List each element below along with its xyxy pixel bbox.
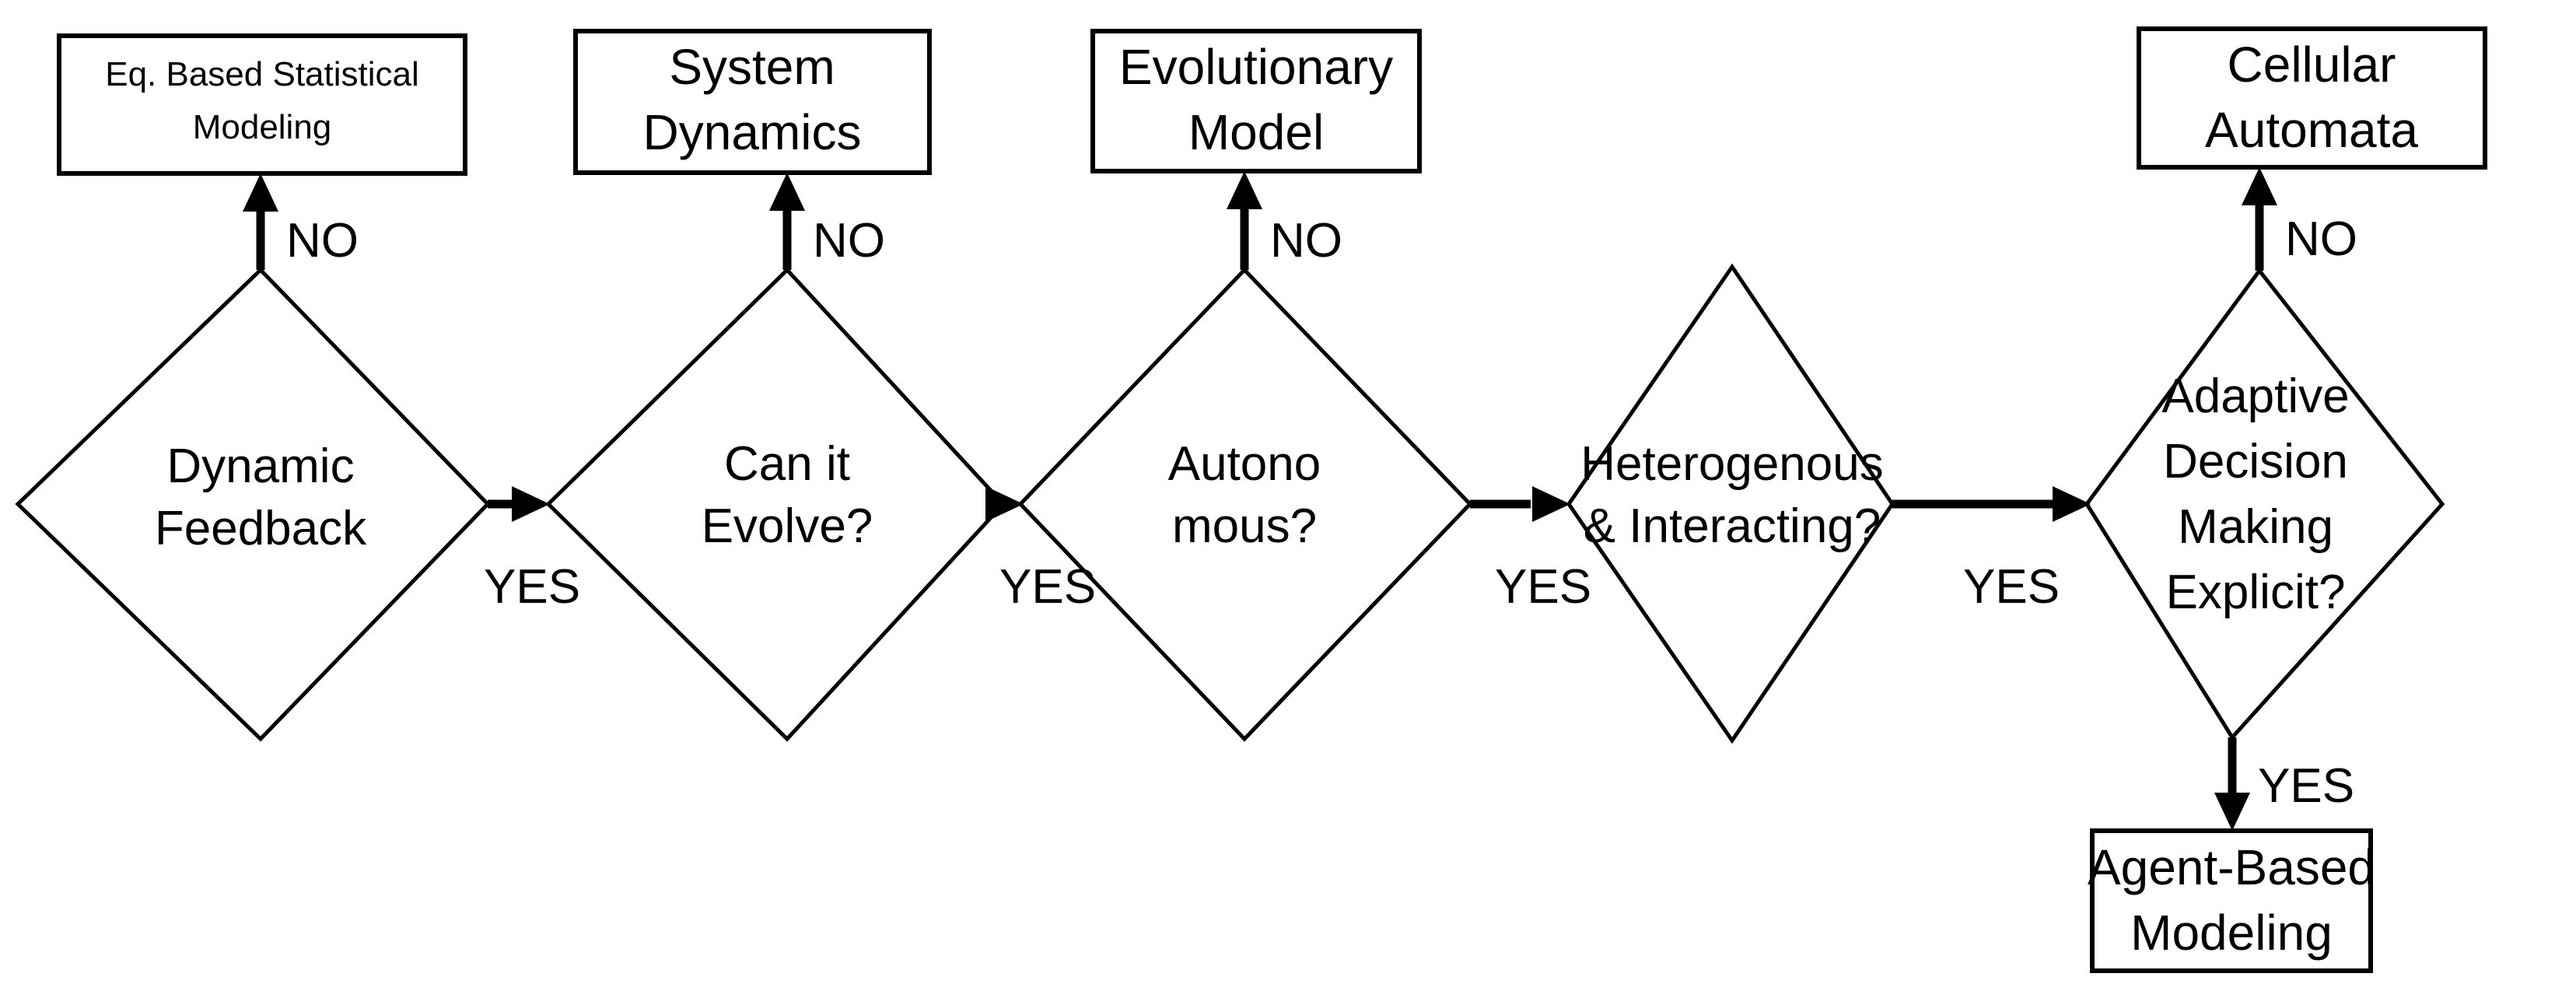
node-heterogenous-interacting[interactable]: Heterogenous & Interacting?	[1566, 263, 1895, 744]
dynamic-feedback-label-line1: Dynamic	[166, 439, 354, 493]
autonomous-label-line1: Autono	[1168, 437, 1321, 491]
system-dynamics-label-line2: Dynamics	[643, 104, 862, 160]
adaptive-decision-making-explicit-label-line1: Adaptive	[2161, 369, 2349, 423]
dynamic-feedback-label-line2: Feedback	[155, 502, 367, 555]
edge-label-yes-5: YES	[2258, 759, 2354, 813]
can-it-evolve-label-line1: Can it	[724, 437, 850, 491]
no-arrow-3-head	[1227, 171, 1262, 209]
heterogenous-interacting-label-line2: & Interacting?	[1584, 499, 1881, 553]
yes-arrow-1-head	[512, 486, 550, 522]
no-arrow-2-head	[769, 173, 805, 211]
node-agent-based-modeling[interactable]: Agent-Based Modeling	[2088, 828, 2375, 973]
heterogenous-interacting-label-line1: Heterogenous	[1580, 437, 1884, 491]
adaptive-decision-making-explicit-label-line4: Explicit?	[2166, 566, 2346, 619]
node-dynamic-feedback[interactable]: Dynamic Feedback	[15, 267, 491, 742]
node-evolutionary-model[interactable]: Evolutionary Model	[1090, 29, 1422, 173]
agent-based-modeling-label-line2: Modeling	[2130, 905, 2333, 961]
edge-label-no-1: NO	[286, 214, 359, 268]
edge-yes-autonomous-to-heterogenous: YES	[1470, 486, 1591, 614]
eq-based-statistical-modeling-label-line2: Modeling	[193, 108, 332, 146]
evolutionary-model-box[interactable]	[1090, 29, 1422, 173]
edge-no-dynamic-feedback-to-eq-based: NO	[243, 173, 359, 270]
node-cellular-automata[interactable]: Cellular Automata	[2137, 26, 2487, 170]
eq-based-statistical-modeling-label-line1: Eq. Based Statistical	[105, 55, 419, 93]
autonomous-diamond[interactable]	[1017, 267, 1473, 742]
edge-label-yes-2: YES	[999, 560, 1096, 614]
yes-arrow-4-head	[2053, 486, 2091, 522]
edge-no-adaptive-decision-to-cellular-automata: NO	[2242, 167, 2357, 271]
no-arrow-1-head	[243, 173, 278, 212]
edge-label-no-5: NO	[2285, 212, 2357, 266]
cellular-automata-box[interactable]	[2137, 26, 2487, 170]
edge-label-yes-1: YES	[484, 560, 580, 614]
can-it-evolve-diamond[interactable]	[545, 267, 1006, 742]
evolutionary-model-label-line1: Evolutionary	[1119, 39, 1393, 95]
edge-label-no-3: NO	[1270, 214, 1342, 268]
dynamic-feedback-diamond[interactable]	[15, 267, 491, 742]
edge-no-autonomous-to-evolutionary-model: NO	[1227, 171, 1342, 270]
edge-yes-can-it-evolve-to-autonomous: YES	[985, 486, 1096, 614]
adaptive-decision-making-explicit-label-line3: Making	[2178, 500, 2333, 554]
node-system-dynamics[interactable]: System Dynamics	[573, 29, 932, 175]
eq-based-statistical-modeling-box[interactable]	[57, 33, 467, 176]
yes-arrow-2-head	[985, 486, 1024, 522]
edge-yes-adaptive-decision-to-agent-based: YES	[2214, 737, 2354, 831]
system-dynamics-box[interactable]	[573, 29, 932, 175]
edge-yes-heterogenous-to-adaptive-decision: YES	[1892, 486, 2091, 614]
adaptive-decision-making-explicit-label-line2: Decision	[2163, 435, 2348, 488]
evolutionary-model-label-line2: Model	[1188, 104, 1324, 160]
edge-label-yes-4: YES	[1963, 560, 2060, 614]
yes-arrow-5-head	[2214, 793, 2250, 831]
can-it-evolve-label-line2: Evolve?	[702, 499, 873, 553]
node-eq-based-statistical-modeling[interactable]: Eq. Based Statistical Modeling	[57, 33, 467, 176]
no-arrow-5-head	[2242, 167, 2277, 205]
autonomous-label-line2: mous?	[1172, 499, 1317, 553]
agent-based-modeling-label-line1: Agent-Based	[2088, 839, 2375, 895]
edge-yes-dynamic-feedback-to-can-it-evolve: YES	[484, 486, 580, 614]
cellular-automata-label-line2: Automata	[2205, 102, 2418, 158]
yes-arrow-3-head	[1532, 486, 1570, 522]
heterogenous-interacting-diamond[interactable]	[1566, 263, 1895, 744]
system-dynamics-label-line1: System	[669, 39, 835, 95]
cellular-automata-label-line1: Cellular	[2228, 37, 2396, 93]
agent-based-modeling-box[interactable]	[2090, 828, 2373, 973]
edge-label-yes-3: YES	[1495, 560, 1591, 614]
edge-no-can-it-evolve-to-system-dynamics: NO	[769, 173, 885, 270]
node-autonomous[interactable]: Autono mous?	[1017, 267, 1473, 742]
node-adaptive-decision-making-explicit[interactable]: Adaptive Decision Making Explicit?	[2084, 267, 2445, 741]
node-can-it-evolve[interactable]: Can it Evolve?	[545, 267, 1006, 742]
edge-label-no-2: NO	[813, 214, 885, 268]
